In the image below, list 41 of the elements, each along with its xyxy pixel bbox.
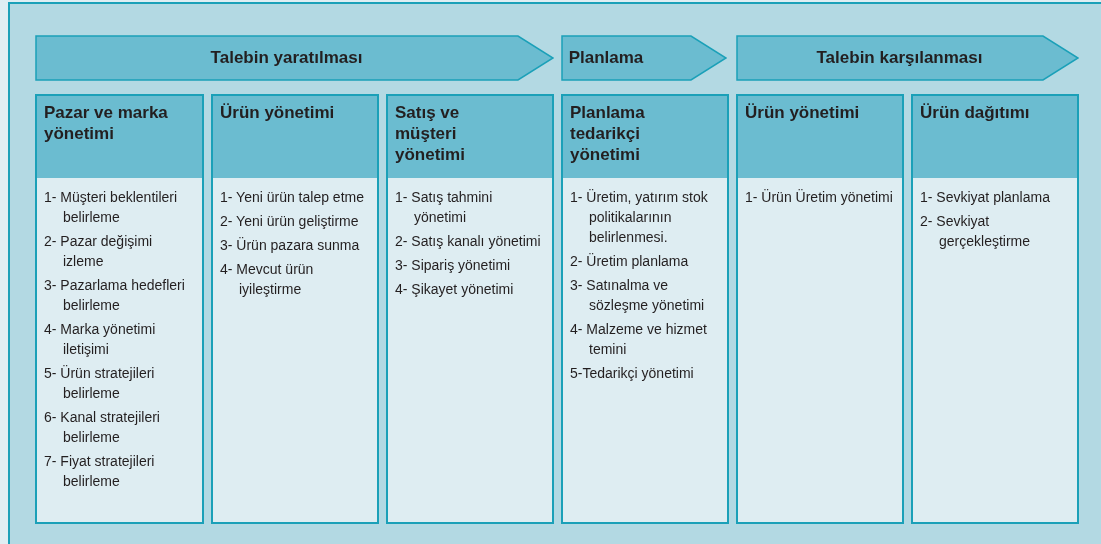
column-heading: Ürün yönetimi	[745, 102, 861, 123]
stage-title: Talebin karşılanması	[816, 47, 983, 70]
column-heading: Ürün yönetimi	[220, 102, 336, 123]
stage-title: Planlama	[568, 47, 644, 70]
list-item: 7- Fiyat stratejileri belirleme	[44, 452, 156, 491]
list-item: 4- Şikayet yönetimi	[395, 280, 515, 299]
process-column	[35, 94, 204, 524]
column-heading: Pazar ve marka yönetimi	[44, 102, 169, 144]
list-item: 1- Müşteri beklentileri belirleme	[44, 188, 179, 227]
stage-banner	[561, 35, 727, 81]
stage-banner	[736, 35, 1079, 81]
column-heading: Satış ve müşteri yönetimi	[395, 102, 466, 165]
list-item: 2- Yeni ürün geliştirme	[220, 212, 360, 231]
stage-banner	[35, 35, 554, 81]
list-item: 5- Ürün stratejileri belirleme	[44, 364, 156, 403]
process-column	[736, 94, 904, 524]
list-item: 6- Kanal stratejileri belirleme	[44, 408, 161, 447]
list-item: 3- Pazarlama hedefleri belirleme	[44, 276, 186, 315]
list-item: 2- Satış kanalı yönetimi	[395, 232, 542, 251]
process-column	[211, 94, 379, 524]
list-item: 4- Marka yönetimi iletişimi	[44, 320, 157, 359]
column-heading: Ürün dağıtımı	[920, 102, 1031, 123]
list-item: 1- Sevkiyat planlama	[920, 188, 1051, 207]
process-column	[561, 94, 729, 524]
list-item: 2- Üretim planlama	[570, 252, 690, 271]
list-item: 5-Tedarikçi yönetimi	[570, 364, 695, 383]
stage-title: Talebin yaratılması	[210, 47, 363, 70]
column-heading: Planlama tedarikçi yönetimi	[570, 102, 646, 165]
list-item: 1- Ürün Üretim yönetimi	[745, 188, 894, 207]
list-item: 1- Üretim, yatırım stok politikalarının belirlenmesi.	[570, 188, 709, 247]
process-column	[911, 94, 1079, 524]
list-item: 1- Yeni ürün talep etme	[220, 188, 365, 207]
list-item: 2- Sevkiyat gerçekleştirme	[920, 212, 1032, 251]
list-item: 3- Ürün pazara sunma	[220, 236, 361, 255]
list-item: 3- Satınalma ve sözleşme yönetimi	[570, 276, 706, 315]
list-item: 3- Sipariş yönetimi	[395, 256, 512, 275]
list-item: 4- Mevcut ürün iyileştirme	[220, 260, 315, 299]
process-column	[386, 94, 554, 524]
list-item: 4- Malzeme ve hizmet temini	[570, 320, 708, 359]
list-item: 2- Pazar değişimi izleme	[44, 232, 154, 271]
list-item: 1- Satış tahmini yönetimi	[395, 188, 494, 227]
